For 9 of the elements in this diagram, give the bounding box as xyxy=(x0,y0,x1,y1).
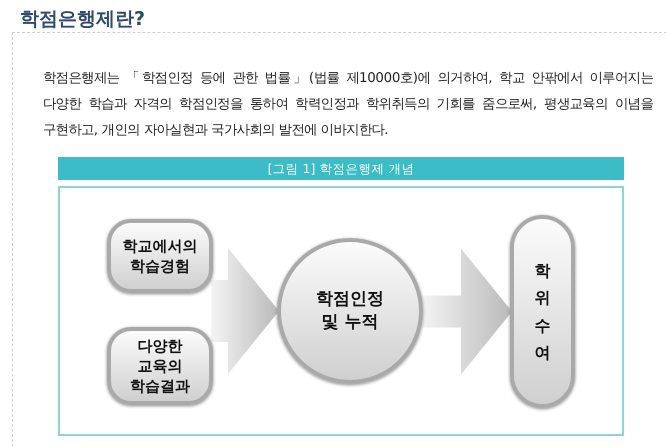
block-arrow xyxy=(421,248,512,374)
rounded-box: 다양한 교육의 학습결과 xyxy=(107,327,213,405)
circle-node: 학점인정 및 누적 xyxy=(277,238,423,384)
block-arrow xyxy=(211,248,279,374)
description-paragraph: 학점은행제는 「학점인정 등에 관한 법률」(법률 제10000호)에 의거하여, 학교 안팎에서 이루어지는 다양한 학습과 자격의 학점인정을 통하여 학력인정과 학위취득의 기회를 줌으로써, 평생교육의 이념을 구현하고, 개인의 자아실현과 국가사회의 발전에 이바지한다. xyxy=(43,70,653,140)
figure-caption: [그림 1] 학점은행제 개념 xyxy=(58,157,624,180)
page-title: 학점은행제란? xyxy=(20,7,146,32)
rounded-box: 학교에서의 학습경험 xyxy=(107,219,213,293)
pill-node: 학위수여 xyxy=(510,215,575,408)
